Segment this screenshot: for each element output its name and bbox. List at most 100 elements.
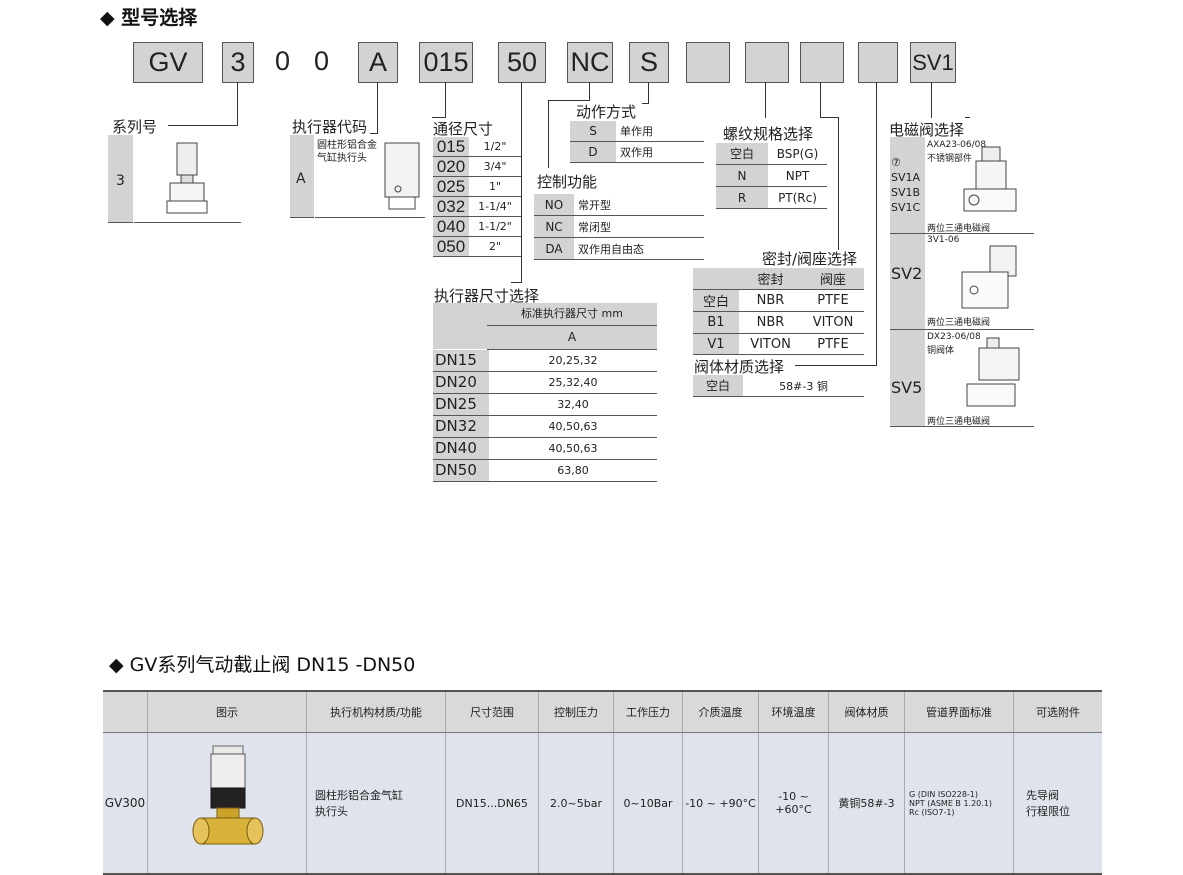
seal-header-row: 密封阀座 xyxy=(693,268,864,290)
solenoid-valve-image xyxy=(966,337,1020,407)
control-label: 控制功能 xyxy=(537,173,598,191)
solenoid-caption: 两位三通电磁阀 xyxy=(927,224,991,234)
code-box-actuator-size: 50 xyxy=(498,42,546,83)
solenoid-note: 不锈钢部件 xyxy=(927,154,973,164)
leader-line xyxy=(511,282,522,283)
leader-line xyxy=(820,82,821,118)
solenoid-note: 铜阀体 xyxy=(927,346,955,356)
code-box-solenoid: SV1 xyxy=(910,42,956,83)
gv-valve-image-cell xyxy=(147,732,307,875)
leader-line xyxy=(548,100,590,101)
gv-medium-temp: -10 ~ +90°C xyxy=(682,732,759,875)
leader-line xyxy=(876,82,877,366)
solenoid-item: ⑦ SV1A SV1B SV1C AXA23-06/08 不锈钢部件 两位三通电… xyxy=(890,137,1034,234)
actuator-code-cell: A xyxy=(290,135,314,218)
actuator-size-subheader: A xyxy=(487,326,657,350)
code-digit-1: 0 xyxy=(275,46,291,76)
gv-working-pressure: 0~10Bar xyxy=(613,732,683,875)
actuator-code-label: 执行器代码 xyxy=(292,118,368,136)
code-box-empty-4 xyxy=(858,42,898,83)
code-box-series: 3 xyxy=(222,42,254,83)
actuator-code-desc: 圆柱形铝合金气缸执行头 xyxy=(317,140,377,164)
solenoid-model: DX23-06/08 xyxy=(927,332,981,342)
leader-line xyxy=(521,82,522,282)
thread-label: 螺纹规格选择 xyxy=(723,125,814,143)
solenoid-item: SV5 DX23-06/08 铜阀体 两位三通电磁阀 xyxy=(890,330,1034,427)
gv-size: DN15...DN65 xyxy=(445,732,539,875)
actuator-size-header: 标准执行器尺寸 mm xyxy=(487,303,657,326)
gv-body-material: 黄铜58#-3 xyxy=(828,732,905,875)
bore-label: 通径尺寸 xyxy=(433,120,494,138)
gv-ambient-temp: -10 ~ +60°C xyxy=(758,732,829,875)
leader-line xyxy=(370,133,378,134)
actuator-code-desc-cell: 圆柱形铝合金气缸执行头 xyxy=(315,137,425,218)
section-title-gv: ◆ GV系列气动截止阀 DN15 -DN50 xyxy=(109,654,416,676)
leader-line xyxy=(589,82,590,101)
leader-line xyxy=(377,82,378,134)
leader-line xyxy=(548,100,549,168)
code-digit-2: 0 xyxy=(314,46,330,76)
leader-line xyxy=(765,82,766,118)
gv-spec-table: 图示 执行机构材质/功能 尺寸范围 控制压力 工作压力 介质温度 环境温度 阀体… xyxy=(103,690,1102,875)
leader-line xyxy=(931,82,932,118)
series-code: 3 xyxy=(116,173,125,189)
solenoid-codes: SV5 xyxy=(891,378,923,397)
leader-line xyxy=(445,82,446,118)
gv-actuator: 圆柱形铝合金气缸 执行头 xyxy=(306,732,446,875)
code-box-empty-3 xyxy=(800,42,844,83)
solenoid-codes: SV2 xyxy=(891,264,923,283)
solenoid-item: SV2 3V1-06 两位三通电磁阀 xyxy=(890,234,1034,330)
leader-line xyxy=(795,365,877,366)
section-title-model: ◆ 型号选择 xyxy=(100,7,198,29)
gv-data-row: GV300 圆柱形铝合金气缸 执行头 DN15...DN65 2.0~5bar … xyxy=(103,732,1102,875)
solenoid-caption: 两位三通电磁阀 xyxy=(927,318,991,328)
code-box-bore: 015 xyxy=(419,42,473,83)
series-code-cell: 3 xyxy=(108,135,133,223)
gv-accessories: 先导阀 行程限位 xyxy=(1013,732,1102,875)
code-box-series-prefix: GV xyxy=(133,42,203,83)
code-box-empty-2 xyxy=(745,42,789,83)
solenoid-valve-image xyxy=(961,245,1017,309)
solenoid-valve-image xyxy=(963,146,1017,212)
solenoid-codes: ⑦ SV1A SV1B SV1C xyxy=(891,156,921,214)
body-material-label: 阀体材质选择 xyxy=(694,358,785,376)
gv-header-row: 图示 执行机构材质/功能 尺寸范围 控制压力 工作压力 介质温度 环境温度 阀体… xyxy=(103,690,1102,733)
leader-line xyxy=(965,117,970,118)
solenoid-caption: 两位三通电磁阀 xyxy=(927,417,991,427)
solenoid-model: AXA23-06/08 xyxy=(927,140,987,150)
code-box-actuator: A xyxy=(358,42,398,83)
code-box-control: NC xyxy=(567,42,613,83)
code-box-empty-1 xyxy=(686,42,730,83)
leader-line xyxy=(838,117,839,250)
gv-valve-image xyxy=(192,745,264,844)
solenoid-label: 电磁阀选择 xyxy=(889,121,965,139)
gv-model: GV300 xyxy=(103,732,148,875)
series-label: 系列号 xyxy=(112,118,158,136)
